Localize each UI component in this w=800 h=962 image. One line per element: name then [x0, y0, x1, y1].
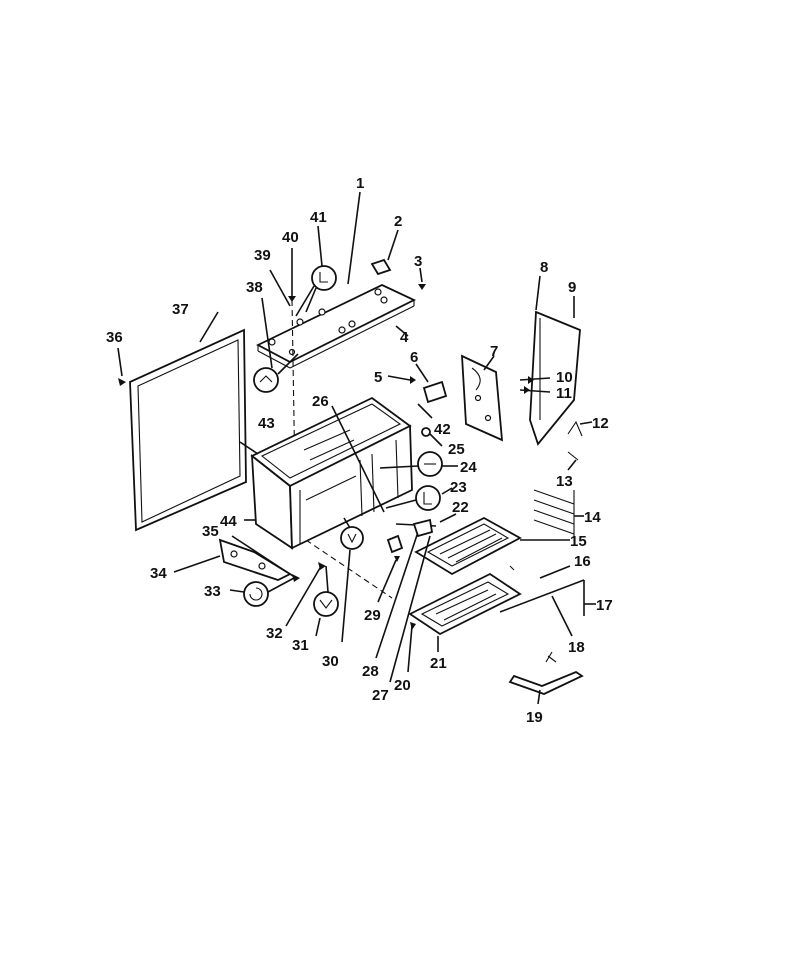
label-14: 14: [584, 509, 601, 526]
label-2: 2: [394, 213, 402, 230]
part-8-side-panel: [529, 275, 581, 446]
label-18: 18: [568, 639, 585, 656]
label-43: 43: [258, 415, 275, 432]
label-28: 28: [362, 663, 379, 680]
label-30: 30: [322, 653, 339, 670]
part-12-clip: [567, 420, 593, 437]
label-10: 10: [556, 369, 573, 386]
label-8: 8: [540, 259, 548, 276]
label-33: 33: [204, 583, 221, 600]
label-13: 13: [556, 473, 573, 490]
label-19: 19: [526, 709, 543, 726]
label-31: 31: [292, 637, 309, 654]
label-27: 27: [372, 687, 389, 704]
label-36: 36: [106, 329, 123, 346]
part-31-clip: [313, 565, 339, 637]
part-27-rod: [389, 535, 431, 683]
part-3-screw: [418, 267, 426, 290]
part-33-clip: [229, 577, 295, 607]
part-5-screw: [387, 375, 416, 384]
part-29-clip: [377, 534, 404, 603]
label-3: 3: [414, 253, 422, 270]
part-39-screw: [269, 269, 291, 307]
label-32: 32: [266, 625, 283, 642]
label-7: 7: [490, 343, 498, 360]
label-35: 35: [202, 523, 219, 540]
label-26: 26: [312, 393, 329, 410]
part-20-screw: [407, 622, 416, 673]
part-26-rod: [331, 405, 385, 513]
label-20: 20: [394, 677, 411, 694]
label-37: 37: [172, 301, 189, 318]
label-11: 11: [556, 385, 572, 402]
part-1-top-panel: [256, 191, 417, 369]
label-21: 21: [430, 655, 447, 672]
part-10-11-screws: [519, 376, 551, 394]
label-34: 34: [150, 565, 167, 582]
part-43-cabinet: [239, 396, 413, 550]
part-23-clip: [385, 485, 453, 511]
part-38-clip: [253, 297, 299, 393]
part-41-clip: [295, 225, 337, 317]
label-6: 6: [410, 349, 418, 366]
label-9: 9: [568, 279, 576, 296]
part-35-screw: [231, 535, 300, 582]
part-13-bracket: [567, 451, 579, 471]
part-7-side-plate: [461, 354, 504, 442]
label-39: 39: [254, 247, 271, 264]
label-4: 4: [400, 329, 409, 346]
label-16: 16: [574, 553, 591, 570]
part-40-screw: [288, 248, 296, 302]
part-25-nut: [421, 427, 443, 447]
label-22: 22: [452, 499, 469, 516]
label-5: 5: [374, 369, 382, 386]
part-16-screw: [509, 565, 571, 579]
label-15: 15: [570, 533, 587, 550]
label-12: 12: [592, 415, 609, 432]
label-24: 24: [460, 459, 477, 476]
part-24-clip: [379, 451, 458, 477]
part-36-screw: [117, 347, 126, 386]
part-15-drain-pan: [414, 516, 570, 576]
part-2-bracket: [370, 229, 399, 276]
part-6-bracket: [415, 363, 448, 404]
label-44: 44: [220, 513, 237, 530]
label-40: 40: [282, 229, 299, 246]
part-30-clip: [340, 517, 364, 643]
part-17-rail: [499, 579, 596, 616]
part-28-rod: [375, 518, 434, 659]
part-14-spacers: [533, 489, 584, 540]
label-23: 23: [450, 479, 467, 496]
part-18-rail: [551, 595, 573, 637]
label-17: 17: [596, 597, 613, 614]
label-41: 41: [310, 209, 327, 226]
part-42-screw: [417, 403, 433, 419]
part-34-bracket: [173, 538, 292, 581]
label-25: 25: [448, 441, 465, 458]
part-32-screw: [285, 562, 326, 627]
part-21-base-tray: [408, 572, 522, 652]
label-29: 29: [364, 607, 381, 624]
part-19-handle: [508, 651, 584, 705]
label-42: 42: [434, 421, 451, 438]
label-1: 1: [356, 175, 364, 192]
part-37-front-panel: [129, 311, 247, 532]
label-38: 38: [246, 279, 263, 296]
